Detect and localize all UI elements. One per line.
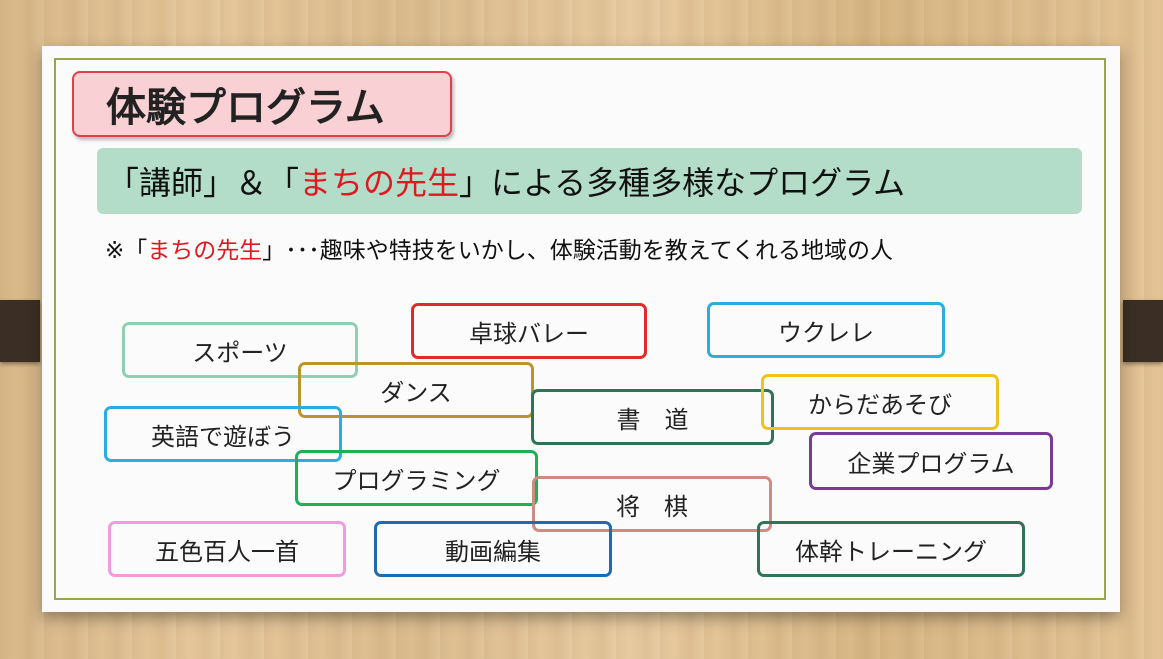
left-clip (0, 300, 40, 362)
program-tag-programming: プログラミング (295, 450, 538, 506)
program-tag-english: 英語で遊ぼう (104, 406, 342, 462)
slide-card: 体験プログラム 「講師」＆「まちの先生」による多種多様なプログラム ※「まちの先… (42, 46, 1120, 612)
program-tag-hyakunin-isshu: 五色百人一首 (108, 521, 346, 577)
program-tag-corporate: 企業プログラム (809, 432, 1053, 490)
slide-title: 体験プログラム (72, 71, 452, 137)
program-label: 動画編集 (445, 537, 541, 566)
note-text: ※「まちの先生」･･･趣味や特技をいかし、体験活動を教えてくれる地域の人 (105, 231, 893, 265)
program-label: 五色百人一首 (155, 537, 299, 566)
program-label: 将 棋 (616, 492, 688, 521)
program-tag-video-editing: 動画編集 (374, 521, 612, 577)
program-label: 英語で遊ぼう (151, 422, 295, 451)
card-border (54, 58, 1106, 600)
subtitle-part1: 「講師」＆「 (107, 164, 300, 202)
program-tag-calligraphy: 書 道 (531, 389, 774, 445)
program-tag-core-training: 体幹トレーニング (757, 521, 1025, 577)
program-tag-body-play: からだあそび (761, 374, 999, 430)
program-label: プログラミング (332, 466, 501, 495)
program-label: 体幹トレーニング (795, 537, 987, 566)
slide-title-text: 体験プログラム (106, 85, 385, 131)
program-tag-sports: スポーツ (122, 322, 358, 378)
program-label: ダンス (380, 378, 452, 407)
program-label: からだあそび (808, 390, 952, 419)
subtitle-bar: 「講師」＆「まちの先生」による多種多様なプログラム (97, 148, 1082, 214)
program-label: ウクレレ (778, 318, 874, 347)
right-clip (1123, 300, 1163, 362)
program-label: 書 道 (616, 405, 689, 434)
subtitle-part2: 」による多種多様なプログラム (459, 164, 906, 202)
note-part1: ※「 (105, 238, 148, 264)
program-tag-table-volleyball: 卓球バレー (411, 303, 647, 359)
program-label: 企業プログラム (847, 449, 1015, 478)
program-tag-dance: ダンス (298, 362, 534, 418)
program-label: スポーツ (192, 338, 288, 367)
note-highlight: まちの先生 (147, 238, 263, 264)
program-tag-ukulele: ウクレレ (707, 302, 945, 358)
program-label: 卓球バレー (469, 319, 589, 348)
program-tag-shogi: 将 棋 (532, 476, 772, 532)
subtitle-highlight: まちの先生 (299, 164, 460, 202)
note-part2: 」･･･趣味や特技をいかし、体験活動を教えてくれる地域の人 (262, 238, 893, 264)
